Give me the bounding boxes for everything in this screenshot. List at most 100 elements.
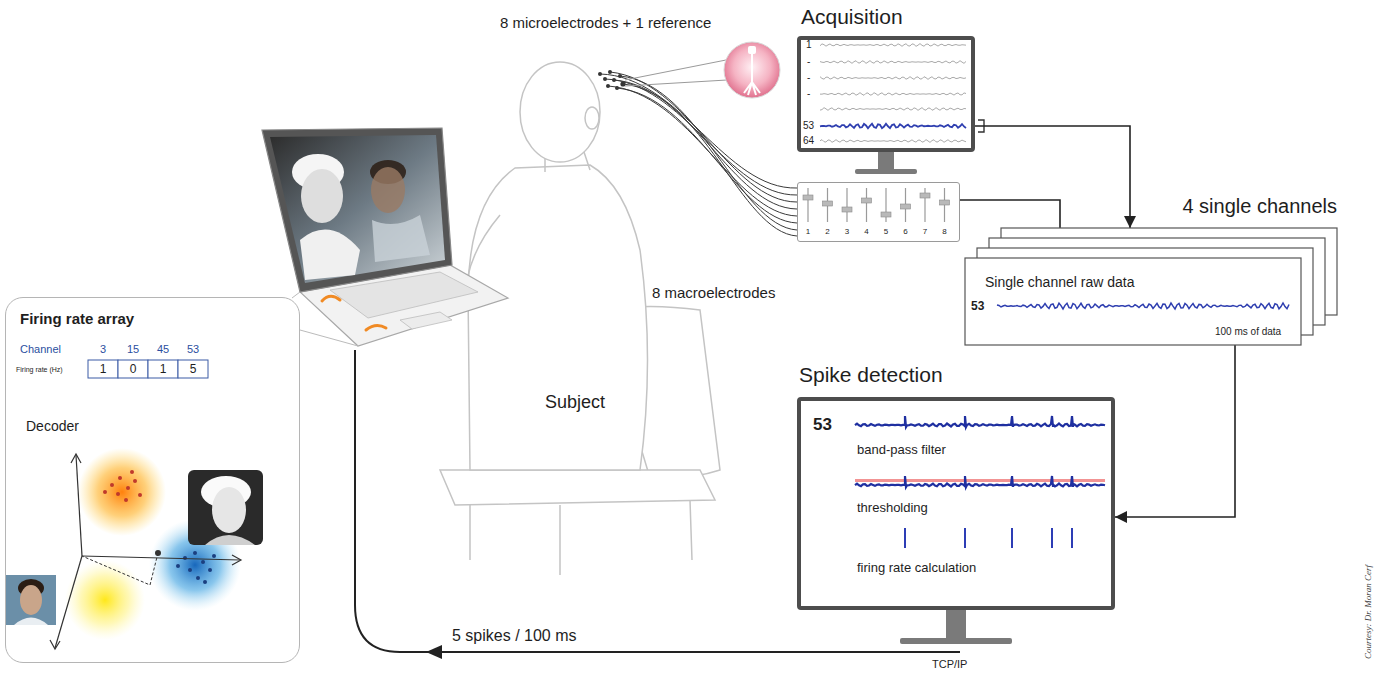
table-cell: 5 — [190, 363, 197, 377]
electrode-wires — [608, 86, 797, 216]
decoder-axes — [71, 454, 81, 463]
channel-number: 3 — [845, 227, 849, 236]
torso — [468, 165, 648, 470]
decoder-clusters — [176, 564, 180, 568]
head — [520, 62, 600, 162]
table-cell: 53 — [187, 343, 199, 356]
step-label: band-pass filter — [857, 443, 946, 458]
microelectrode-icon — [625, 60, 727, 86]
decoder-clusters — [208, 568, 212, 572]
table-header: Channel — [20, 343, 61, 356]
table-cell: 0 — [130, 363, 137, 377]
channel-number: 6 — [903, 227, 907, 236]
zoom-lines — [292, 292, 358, 346]
spike-tick — [904, 528, 906, 548]
electrode-label: 8 macroelectrodes — [652, 284, 775, 301]
decoder-clusters — [126, 486, 130, 490]
connector-arrow — [975, 126, 1130, 228]
channel-ellipsis: - — [807, 56, 810, 68]
table-cell: 3 — [100, 343, 106, 356]
portrait-photo — [212, 487, 246, 533]
amplifier-sliders — [862, 198, 872, 203]
table-cell: 1 — [100, 363, 107, 377]
channel-number: 8 — [942, 227, 946, 236]
laptop — [262, 128, 508, 346]
decoder-clusters — [133, 479, 137, 483]
channel-panel — [965, 258, 1301, 345]
chair-leg — [470, 500, 692, 575]
amplifier-sliders — [940, 200, 950, 205]
channel-ellipsis: - — [807, 88, 810, 100]
zoom-lines — [292, 292, 300, 298]
decoder-clusters — [203, 580, 207, 584]
connector-arrow — [960, 200, 1060, 228]
spike-tick — [1011, 528, 1013, 548]
electrode-wires — [614, 80, 797, 209]
spike-tick — [1071, 528, 1073, 548]
electrode-wires — [600, 72, 797, 236]
subject-label: Subject — [545, 392, 605, 413]
panel-heading: Firing rate array — [20, 310, 134, 327]
channel-number: 2 — [825, 227, 829, 236]
signal-trace — [820, 77, 966, 80]
panel-title: Decoder — [26, 418, 79, 434]
table-cell: 45 — [157, 343, 169, 356]
signal-trace — [820, 44, 966, 47]
decoder-axes — [82, 556, 240, 560]
decoder-clusters — [138, 493, 142, 497]
laptop — [371, 167, 405, 213]
firing-rate-cells — [88, 360, 118, 378]
laptop — [372, 215, 430, 262]
decoder-clusters — [103, 470, 142, 502]
acquisition-monitor: Acquisition — [797, 36, 975, 152]
spike-detection-monitor: Spike detection53band-pass filterthresho… — [797, 397, 1115, 610]
electrode-wires — [620, 76, 797, 230]
channel-number: 1 — [806, 227, 810, 236]
amplifier-sliders — [866, 188, 867, 222]
electrode-wires — [605, 79, 797, 195]
table-cell: 15 — [127, 343, 139, 356]
subject-figure — [420, 62, 720, 575]
amplifier-sliders — [823, 201, 833, 206]
chair-seat — [440, 470, 715, 505]
decoder-clusters — [116, 492, 120, 496]
connector-arrow — [1115, 345, 1235, 517]
portrait-photo — [205, 535, 255, 545]
amplifier-box: 12345678 — [797, 182, 960, 242]
firing-rate-cells — [118, 360, 148, 378]
spike-tick — [964, 528, 966, 548]
laptop — [400, 312, 452, 329]
signal-trace — [820, 93, 966, 96]
electrode-wires — [623, 84, 797, 236]
channel-number: 53 — [813, 415, 832, 435]
portrait-photo — [6, 575, 56, 625]
portrait-photo — [14, 618, 48, 626]
monitor-stand — [900, 638, 1012, 644]
decoder-axes — [55, 556, 82, 648]
portrait-photo — [188, 470, 263, 545]
portrait-photo — [20, 585, 42, 615]
threshold-line — [855, 479, 1105, 482]
amplifier-sliders — [807, 188, 808, 222]
panel-heading: 4 single channels — [1182, 195, 1337, 218]
amplifier-sliders — [803, 193, 950, 217]
amplifier-sliders — [920, 193, 930, 198]
amplifier-sliders — [808, 188, 945, 222]
spike-tick — [1051, 528, 1053, 548]
scale-note: 100 ms of data — [1215, 326, 1281, 338]
decoder-clusters — [103, 490, 107, 494]
signal-trace — [820, 108, 966, 111]
portrait-photo — [188, 470, 263, 545]
decoder-clusters — [130, 470, 134, 474]
laptop — [270, 135, 445, 283]
step-label: firing rate calculation — [857, 561, 976, 576]
electrode-wires — [617, 88, 797, 223]
firing-rate-cells — [178, 360, 208, 378]
microelectrode-icon — [748, 46, 756, 54]
ear — [585, 107, 599, 129]
laptop — [322, 296, 340, 301]
decoder-clusters — [78, 448, 166, 536]
